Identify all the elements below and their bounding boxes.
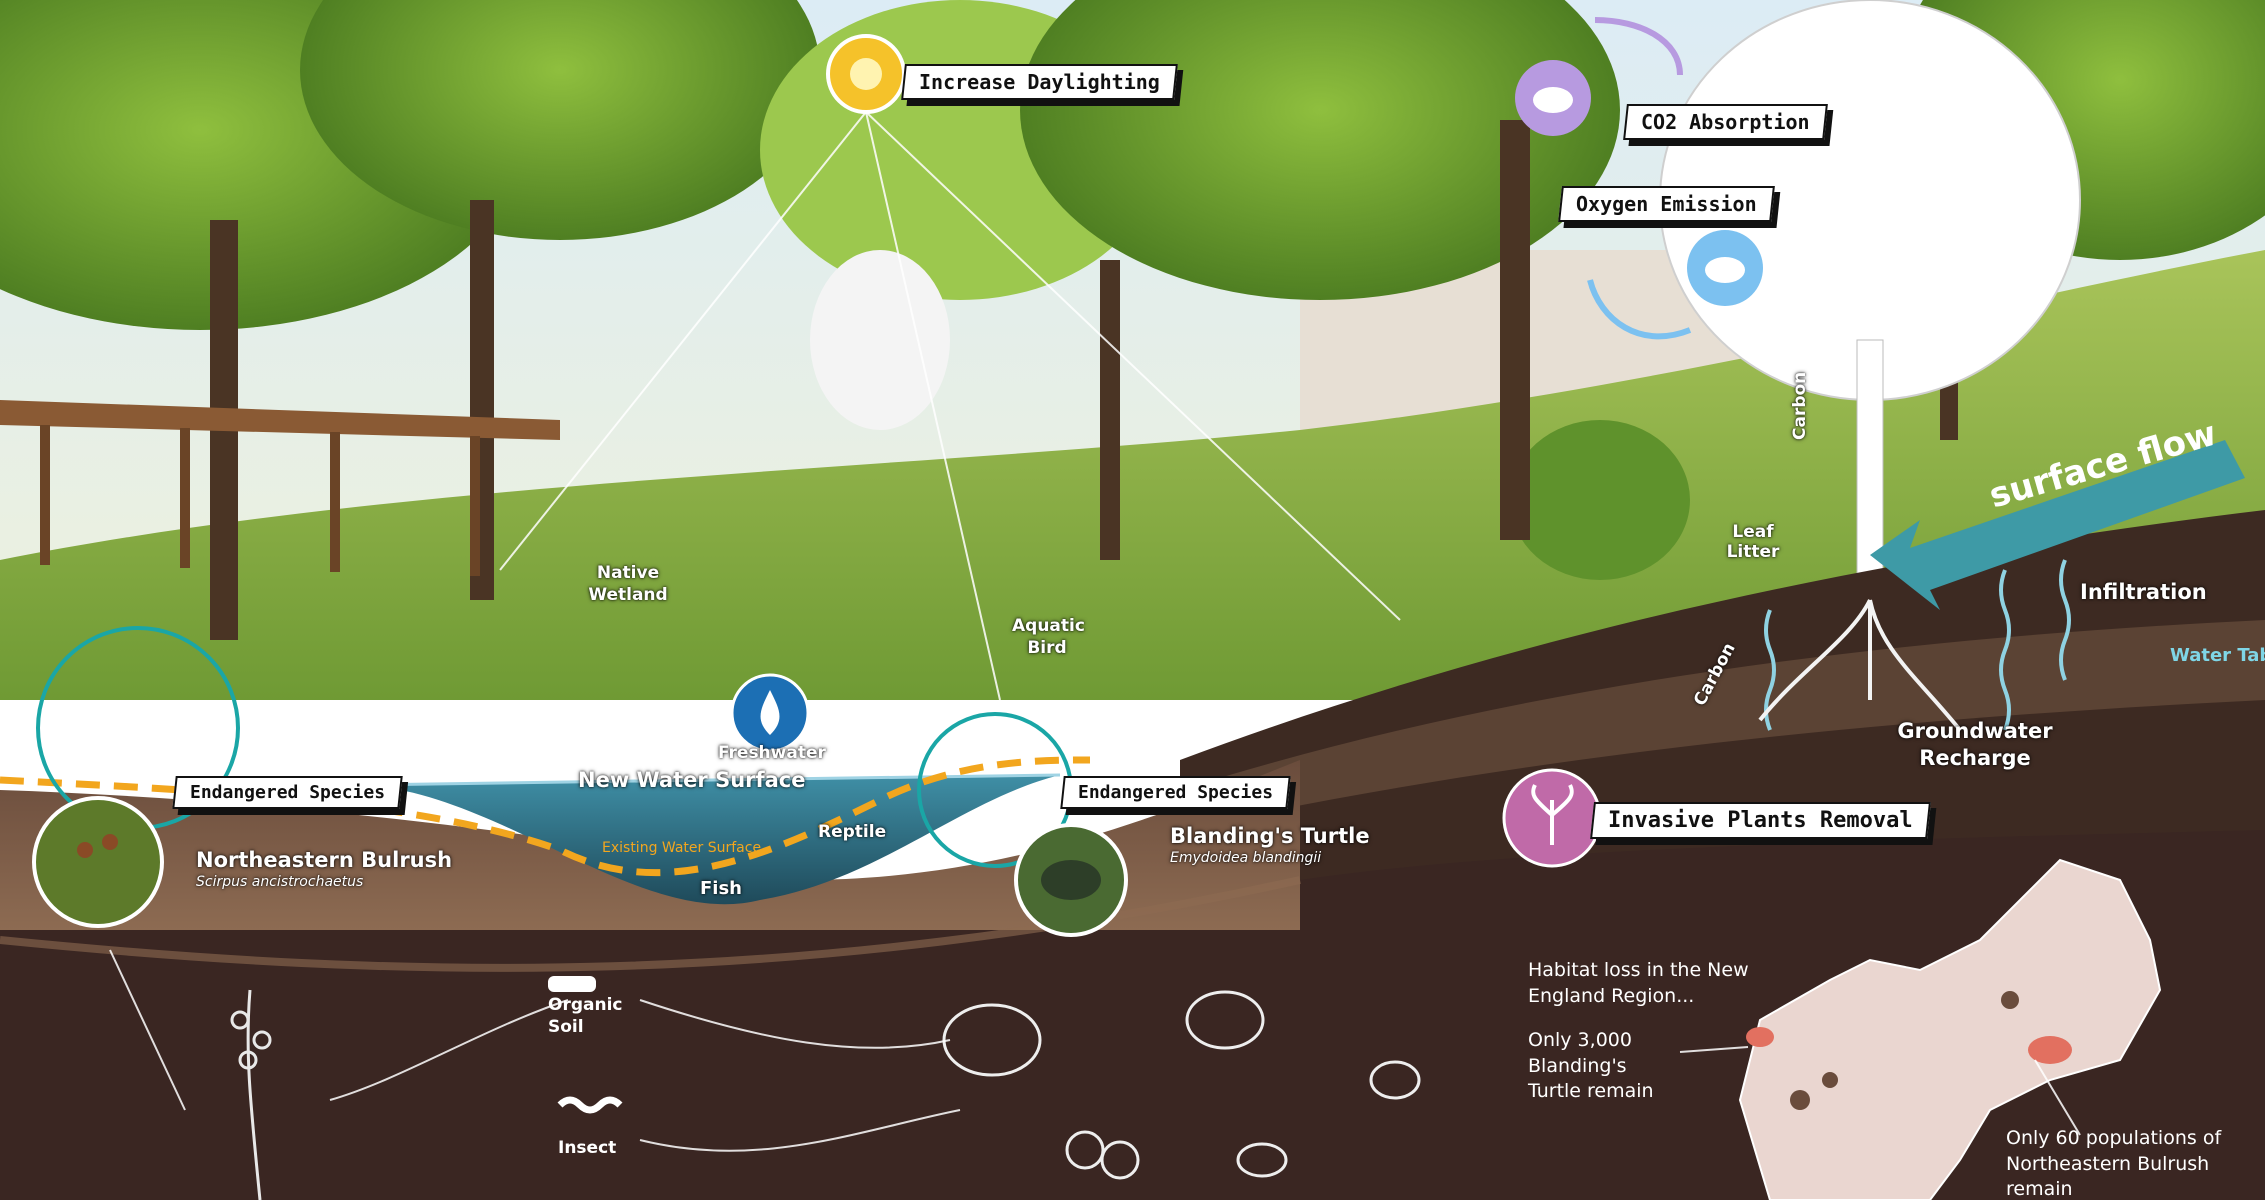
oxygen-emission-label: Oxygen Emission [1558,186,1775,222]
groundwater-recharge-label: Groundwater Recharge [1897,719,2053,771]
leaf-litter-label: Leaf Litter [1726,522,1780,562]
bulrush-photo-circle [32,626,240,928]
new-water-surface-label: New Water Surface [578,768,806,792]
increase-daylighting-label: Increase Daylighting [901,64,1178,100]
bulrush-common-name: Northeastern Bulrush [196,848,453,872]
insect-label: Insect [558,1138,617,1158]
turtle-common-name: Blanding's Turtle [1170,824,1370,848]
existing-water-surface-label: Existing Water Surface [602,840,762,856]
soil-band [0,760,1300,930]
boardwalk [0,400,560,576]
native-wetland-label: Native Wetland [588,563,668,606]
pond [360,775,1060,905]
fish-label: Fish [700,878,742,899]
reptile-label: Reptile [818,822,887,842]
infiltration-label: Infiltration [2080,580,2207,604]
turtle-latin-name: Emydoidea blandingii [1170,850,1322,866]
aquatic-bird-label: Aquatic Bird [1012,616,1085,659]
turtle-remain-text: Only 3,000 Blanding's Turtle remain [1528,1029,1654,1103]
oxygen-cloud-icon [1587,230,1763,340]
sketch-tree [810,0,2081,601]
bulrush-remain-text: Only 60 populations of Northeastern Bulr… [2006,1127,2222,1200]
sun-icon [826,34,906,114]
endangered-species-right-label: Endangered Species [1060,776,1291,809]
worm-icon [557,1096,623,1114]
turtle-photo-circle [917,712,1128,937]
habitat-loss-text: Habitat loss in the New England Region..… [1528,959,1749,1007]
new-england-map [1738,858,2162,1200]
lawn [0,250,2265,700]
co2-absorption-label: CO2 Absorption [1623,104,1828,140]
deep-soil [0,830,2265,1200]
tree-roots [1758,599,1962,732]
groundwater-band [1180,620,2265,830]
invasive-plants-removal-label: Invasive Plants Removal [1590,802,1931,839]
connector-lines [109,111,2081,1152]
invasive-plant-icon [1502,768,1602,868]
freshwater-label: Freshwater [718,743,826,763]
turtle-life-cycle [942,990,1421,1180]
bulrush-latin-name: Scirpus ancistrochaetus [196,874,364,890]
bulrush-sketch [230,989,272,1200]
water-drop-icon [730,673,810,753]
surface-flow-arrow [1870,440,2245,610]
co2-cloud-icon [1515,17,1683,136]
soil-icon [548,976,596,992]
carbon-top-label: Carbon [1790,371,1810,440]
organic-soil-label: Organic Soil [548,995,623,1038]
water-table-label: Water Tab [2170,645,2265,666]
endangered-species-left-label: Endangered Species [172,776,403,809]
